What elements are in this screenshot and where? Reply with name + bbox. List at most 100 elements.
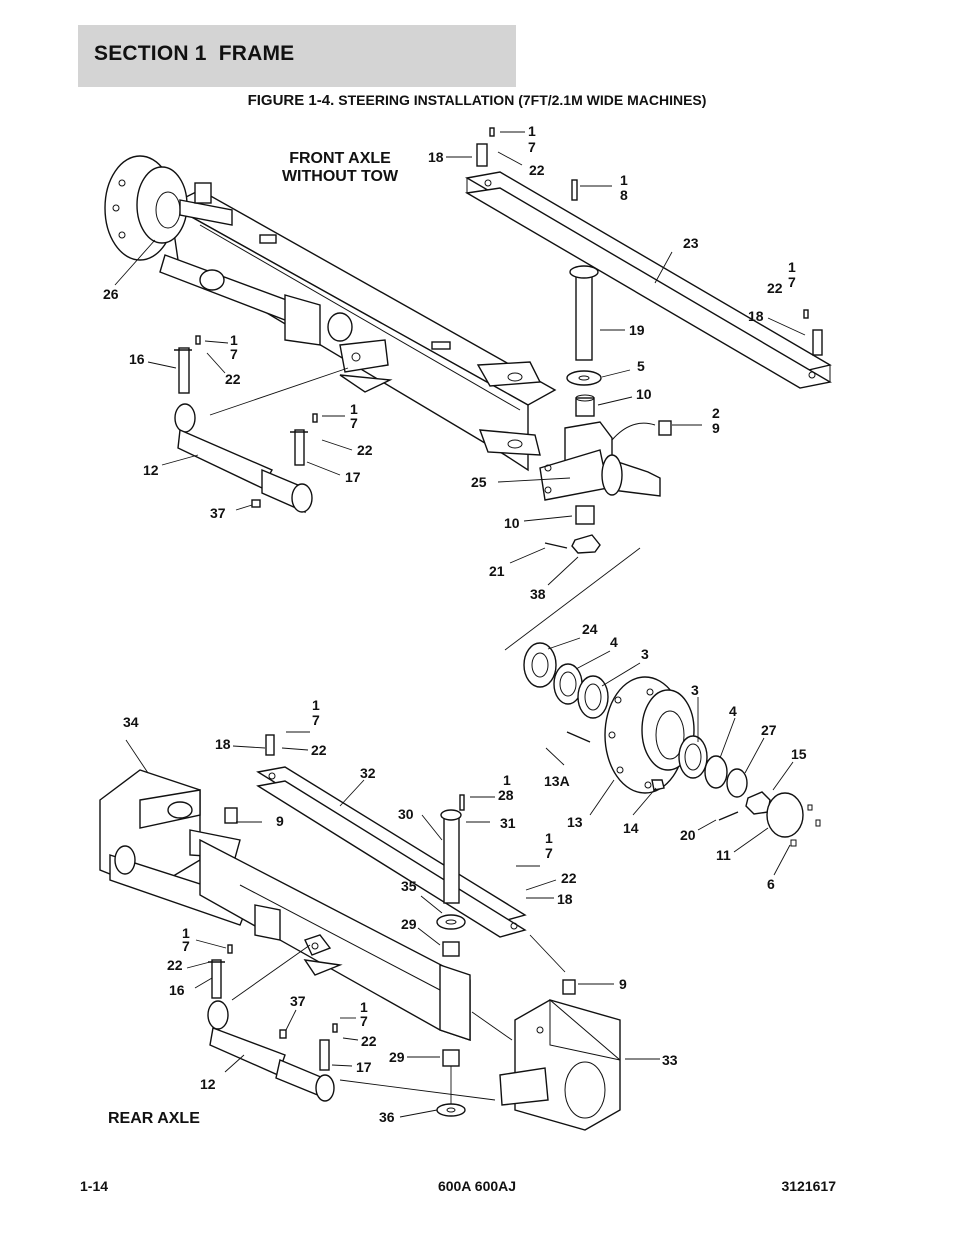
callout: 14 bbox=[623, 820, 639, 836]
callout: 9 bbox=[276, 813, 284, 829]
tie-rod-front bbox=[464, 171, 832, 389]
front-axle-label-line1: FRONT AXLE bbox=[289, 150, 391, 167]
callout: 30 bbox=[398, 806, 414, 822]
callout: 38 bbox=[530, 586, 546, 602]
callout: 20 bbox=[680, 827, 696, 843]
callout: 13A bbox=[544, 773, 570, 789]
spindle-rear bbox=[224, 734, 621, 1131]
callout: 1 bbox=[312, 697, 320, 713]
callout: 17 bbox=[356, 1059, 372, 1075]
callout: 22 bbox=[357, 442, 373, 458]
callout: 1 bbox=[788, 259, 796, 275]
callout: 16 bbox=[129, 351, 145, 367]
callout: 34 bbox=[123, 714, 139, 730]
callout: 29 bbox=[389, 1049, 405, 1065]
callout: 33 bbox=[662, 1052, 678, 1068]
bushing-front-lower bbox=[575, 505, 595, 525]
figure-number: FIGURE 1-4. bbox=[247, 92, 335, 109]
callout: 37 bbox=[210, 505, 226, 521]
steering-cylinder-front bbox=[174, 403, 313, 514]
rear-axle-assembly bbox=[99, 769, 471, 1041]
callout: 37 bbox=[290, 993, 306, 1009]
callout: 29 bbox=[401, 916, 417, 932]
callout: 1 bbox=[350, 401, 358, 417]
callout: 18 bbox=[215, 736, 231, 752]
figure-caption: FIGURE 1-4.STEERING INSTALLATION (7FT/2.… bbox=[0, 92, 954, 110]
callout: 6 bbox=[767, 876, 775, 892]
callout: 32 bbox=[360, 765, 376, 781]
callout: 31 bbox=[500, 815, 516, 831]
callout: 18 bbox=[748, 308, 764, 324]
callout: 17 bbox=[345, 469, 361, 485]
model-number: 600A 600AJ bbox=[437, 1178, 517, 1194]
callout: 1 bbox=[528, 123, 536, 139]
callout: 10 bbox=[504, 515, 520, 531]
kingpin-stack-front bbox=[566, 179, 602, 417]
callout: 28 bbox=[498, 787, 514, 803]
figure-title: STEERING INSTALLATION (7FT/2.1M WIDE MAC… bbox=[338, 92, 707, 108]
callout: 12 bbox=[200, 1076, 216, 1092]
spindle-front bbox=[539, 420, 672, 501]
callout: 12 bbox=[143, 462, 159, 478]
front-pins bbox=[174, 127, 823, 466]
callout: 5 bbox=[637, 358, 645, 374]
callout-labels: 1 7 18 22 1 8 23 1 7 22 18 26 19 5 10 1 … bbox=[103, 123, 807, 1125]
callout: 13 bbox=[567, 814, 583, 830]
callout: 24 bbox=[582, 621, 598, 637]
callout: 3 bbox=[691, 682, 699, 698]
callout: 2 bbox=[712, 405, 720, 421]
callout: 26 bbox=[103, 286, 119, 302]
callout: 36 bbox=[379, 1109, 395, 1125]
callout: 7 bbox=[545, 845, 553, 861]
front-axle-assembly bbox=[104, 155, 557, 472]
callout: 1 bbox=[182, 925, 190, 941]
callout: 22 bbox=[167, 957, 183, 973]
callout: 35 bbox=[401, 878, 417, 894]
callout: 11 bbox=[716, 847, 731, 863]
callout: 18 bbox=[557, 891, 573, 907]
callout: 1 bbox=[503, 772, 511, 788]
callout: 7 bbox=[528, 139, 536, 155]
callout: 18 bbox=[428, 149, 444, 165]
callout: 4 bbox=[729, 703, 737, 719]
callout: 27 bbox=[761, 722, 777, 738]
steering-cylinder-rear bbox=[207, 944, 338, 1102]
callout: 1 bbox=[230, 332, 238, 348]
callout: 8 bbox=[620, 187, 628, 203]
callout: 22 bbox=[311, 742, 327, 758]
callout: 7 bbox=[230, 346, 238, 362]
rear-axle-label: REAR AXLE bbox=[108, 1110, 200, 1127]
callout: 22 bbox=[561, 870, 577, 886]
callout: 1 bbox=[620, 172, 628, 188]
callout: 9 bbox=[712, 420, 720, 436]
cotter-pin-front bbox=[544, 542, 568, 549]
callout: 22 bbox=[767, 280, 783, 296]
callout: 22 bbox=[529, 162, 545, 178]
castle-nut-front bbox=[571, 534, 601, 554]
callout: 7 bbox=[350, 415, 358, 431]
kingpin-stack-rear bbox=[436, 794, 466, 1117]
callout: 16 bbox=[169, 982, 185, 998]
callout: 25 bbox=[471, 474, 487, 490]
callout: 7 bbox=[360, 1013, 368, 1029]
callout: 7 bbox=[312, 712, 320, 728]
callout: 7 bbox=[182, 938, 190, 954]
callout: 19 bbox=[629, 322, 645, 338]
callout-leaders bbox=[114, 131, 806, 1118]
callout: 22 bbox=[225, 371, 241, 387]
callout: 1 bbox=[545, 830, 553, 846]
callout: 22 bbox=[361, 1033, 377, 1049]
page-number: 1-14 bbox=[80, 1178, 109, 1194]
callout: 1 bbox=[360, 999, 368, 1015]
callout: 3 bbox=[641, 646, 649, 662]
callout: 21 bbox=[489, 563, 505, 579]
front-axle-label-line2: WITHOUT TOW bbox=[282, 168, 399, 185]
callout: 23 bbox=[683, 235, 699, 251]
callout: 10 bbox=[636, 386, 652, 402]
callout: 7 bbox=[788, 274, 796, 290]
section-header: SECTION 1 FRAME bbox=[78, 25, 516, 87]
section-title: SECTION 1 FRAME bbox=[94, 42, 295, 65]
callout: 15 bbox=[791, 746, 807, 762]
hub-assembly bbox=[523, 642, 821, 847]
